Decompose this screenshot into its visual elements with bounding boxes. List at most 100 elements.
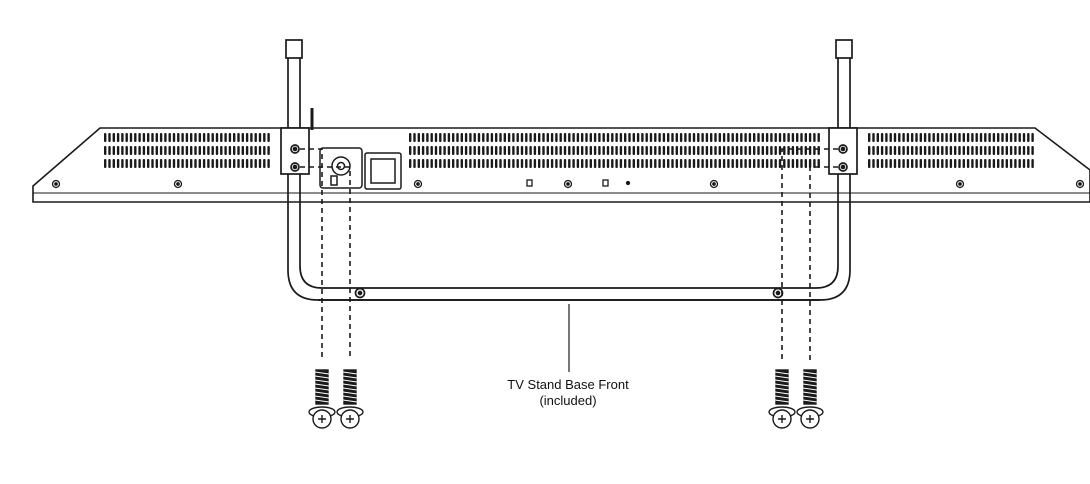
- vent-slot: [1018, 146, 1021, 155]
- vent-slot: [555, 146, 558, 155]
- vent-slot: [928, 133, 931, 142]
- vent-slot: [529, 146, 532, 155]
- vent-slot: [893, 146, 897, 155]
- vent-slot: [714, 159, 717, 168]
- vent-slot: [168, 133, 171, 142]
- vent-slot: [606, 133, 610, 142]
- vent-slot: [202, 159, 206, 168]
- vent-slot: [1009, 133, 1013, 142]
- vent-slot: [945, 159, 948, 168]
- vent-slot: [636, 146, 640, 155]
- vent-slot: [919, 133, 922, 142]
- callout-title: TV Stand Base Front: [507, 377, 629, 392]
- vent-slot: [949, 133, 953, 142]
- vent-slot: [263, 146, 266, 155]
- vent-slot: [817, 133, 820, 142]
- vent-slot: [245, 133, 249, 142]
- panel-screw-holes: [51, 179, 1085, 189]
- vent-slot: [181, 146, 184, 155]
- vent-slot: [992, 133, 996, 142]
- vent-slot: [503, 133, 506, 142]
- vent-slot: [585, 133, 588, 142]
- vent-slot: [641, 146, 644, 155]
- vent-slot: [902, 133, 905, 142]
- vent-slot: [159, 159, 163, 168]
- vent-slot: [872, 159, 875, 168]
- vent-slot: [245, 146, 249, 155]
- vent-slot: [409, 146, 412, 155]
- vent-slot: [520, 159, 524, 168]
- vent-slot: [984, 146, 987, 155]
- vent-slot: [783, 146, 786, 155]
- vent-slot: [495, 133, 498, 142]
- vent-slot: [774, 133, 777, 142]
- vent-slot: [533, 133, 537, 142]
- vent-slot: [817, 146, 820, 155]
- vent-slot: [876, 146, 879, 155]
- vent-slot: [984, 159, 987, 168]
- vent-slot: [765, 146, 769, 155]
- vent-slot: [224, 133, 227, 142]
- rear-ports: [310, 108, 402, 190]
- vent-slot: [507, 159, 511, 168]
- vent-slot: [945, 146, 948, 155]
- vent-slot: [889, 159, 892, 168]
- vent-slot: [966, 159, 970, 168]
- vent-slot: [748, 133, 752, 142]
- vent-slot: [962, 159, 965, 168]
- vent-slot: [632, 133, 635, 142]
- vent-slot: [104, 133, 107, 142]
- vent-slot: [941, 159, 944, 168]
- vent-slot: [593, 159, 597, 168]
- vent-slot: [164, 133, 167, 142]
- vent-slot: [151, 159, 154, 168]
- vent-slot: [250, 133, 253, 142]
- vent-slot: [452, 159, 455, 168]
- vent-slot: [1031, 146, 1034, 155]
- vent-slot: [615, 146, 618, 155]
- vent-slot: [520, 133, 524, 142]
- vent-slot: [705, 159, 709, 168]
- vent-slot: [1027, 159, 1030, 168]
- screw: [336, 369, 364, 429]
- vent-slot: [417, 133, 420, 142]
- vent-slot: [880, 133, 884, 142]
- vent-slot: [624, 146, 627, 155]
- vent-slot: [477, 133, 481, 142]
- vent-slot: [172, 159, 176, 168]
- vent-slot: [464, 146, 468, 155]
- vent-slot: [941, 133, 944, 142]
- vent-slot: [611, 146, 614, 155]
- vent-slot: [770, 159, 773, 168]
- vent-slot: [593, 133, 597, 142]
- vent-slot: [915, 159, 918, 168]
- vent-slot: [215, 146, 219, 155]
- vent-slot: [529, 133, 532, 142]
- vent-slot: [791, 159, 795, 168]
- vent-slot: [958, 133, 961, 142]
- vent-slot: [645, 133, 648, 142]
- vent-slot: [817, 159, 820, 168]
- vent-slot: [636, 133, 640, 142]
- vent-slot: [671, 133, 674, 142]
- vent-slot: [928, 146, 931, 155]
- vent-slot: [460, 146, 463, 155]
- vent-slot: [1022, 133, 1026, 142]
- vent-slot: [581, 133, 584, 142]
- vent-slot: [898, 146, 901, 155]
- vent-slot: [667, 133, 670, 142]
- vent-slot: [258, 133, 262, 142]
- vent-slot: [241, 146, 244, 155]
- vent-slot: [941, 146, 944, 155]
- vent-slot: [727, 146, 730, 155]
- vent-slot: [632, 159, 635, 168]
- vent-slot: [486, 146, 489, 155]
- vent-slot: [611, 159, 614, 168]
- vent-slot: [727, 133, 730, 142]
- vent-slot: [688, 146, 691, 155]
- vent-slot: [220, 146, 223, 155]
- vent-slot: [740, 159, 743, 168]
- vent-slot: [765, 133, 769, 142]
- ventilation-grills: [104, 133, 1034, 168]
- vent-slot: [550, 159, 554, 168]
